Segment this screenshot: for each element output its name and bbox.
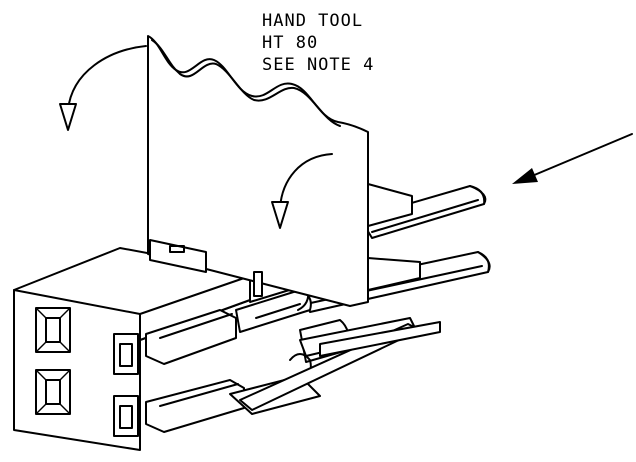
upper-contact [145, 280, 312, 365]
curved-arrow [59, 45, 147, 131]
callout-label: HAND TOOL HT 80 SEE NOTE 4 [262, 10, 374, 76]
connector-housing [13, 247, 251, 451]
carrier-strip [239, 321, 441, 411]
callout-line-3: SEE NOTE 4 [262, 55, 375, 75]
callout-line-1: HAND TOOL [262, 11, 364, 31]
upper-wire [359, 185, 487, 239]
callout-line-2: HT 80 [262, 33, 319, 53]
hand-tool-plate [147, 35, 421, 307]
curved-arrow [271, 153, 333, 229]
direction-arrow [512, 133, 633, 184]
